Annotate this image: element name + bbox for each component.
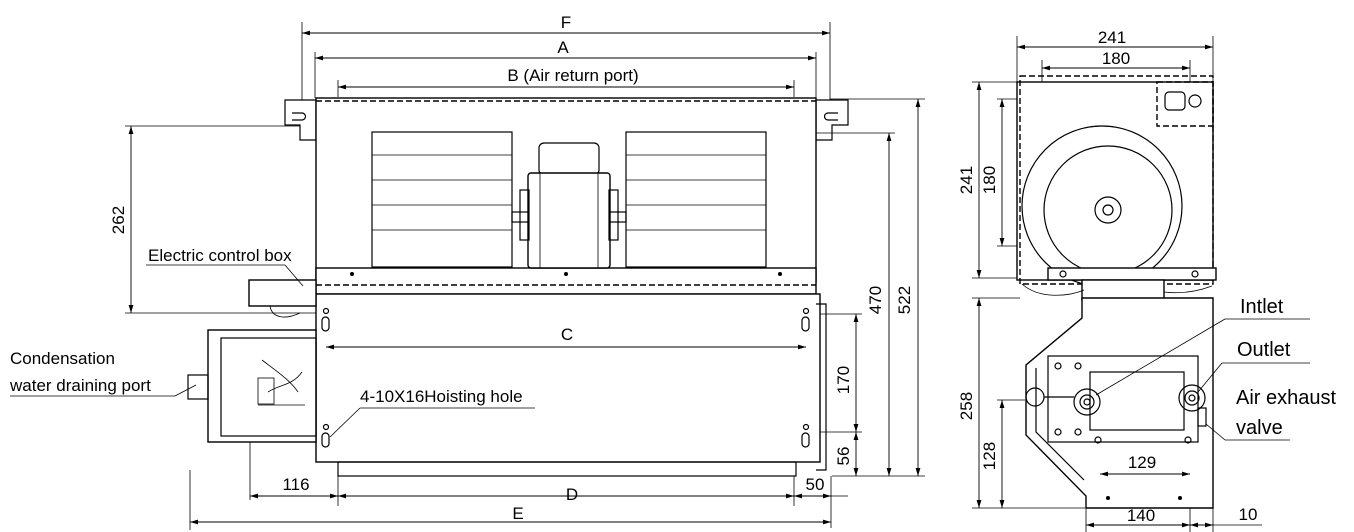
air-exhaust-label-line1: Air exhaust bbox=[1236, 387, 1336, 409]
outlet-callout: Outlet bbox=[1197, 339, 1310, 393]
dim-side-180-height: 180 bbox=[980, 99, 1005, 246]
dim-side-129-label: 129 bbox=[1128, 453, 1156, 472]
hoisting-hole-label: 4-10X16Hoisting hole bbox=[360, 387, 523, 406]
blower-wheel-right bbox=[625, 131, 767, 268]
dim-470-label: 470 bbox=[866, 286, 885, 314]
coil-section bbox=[315, 293, 827, 477]
dim-E: E bbox=[190, 504, 831, 525]
dim-side-129: 129 bbox=[1100, 453, 1190, 477]
dim-side-180-height-label: 180 bbox=[980, 166, 999, 194]
dim-side-258-label: 258 bbox=[957, 392, 976, 420]
dim-side-180-width-label: 180 bbox=[1102, 49, 1130, 68]
dim-side-10-label: 10 bbox=[1239, 505, 1258, 524]
outlet-label: Outlet bbox=[1237, 339, 1291, 361]
dim-side-180-width: 180 bbox=[1042, 49, 1190, 71]
dim-A: A bbox=[315, 38, 816, 61]
front-view: F A B (Air return port) bbox=[9, 13, 925, 530]
dim-50: 50 bbox=[794, 475, 848, 499]
dim-side-241-width: 241 bbox=[1016, 28, 1213, 50]
blower-wheel-left bbox=[371, 131, 513, 268]
electric-control-box-label: Electric control box bbox=[148, 246, 292, 265]
dim-E-label: E bbox=[512, 504, 523, 523]
dim-D: D bbox=[338, 485, 794, 504]
side-fan-housing bbox=[1016, 75, 1217, 287]
dim-522: 522 bbox=[895, 99, 921, 476]
air-exhaust-callout: Air exhaust valve bbox=[1205, 387, 1336, 441]
dim-56-label: 56 bbox=[834, 447, 853, 466]
dim-side-140: 140 bbox=[1086, 506, 1190, 528]
dim-side-140-label: 140 bbox=[1127, 506, 1155, 525]
dim-170-label: 170 bbox=[834, 366, 853, 394]
dim-C-label: C bbox=[561, 325, 573, 344]
dim-A-label: A bbox=[557, 38, 569, 57]
hanging-bracket-left bbox=[284, 99, 317, 141]
side-control-box bbox=[1021, 279, 1213, 301]
dim-B: B (Air return port) bbox=[338, 66, 794, 90]
condensation-label-line2: water draining port bbox=[9, 376, 151, 395]
dim-116-label: 116 bbox=[282, 475, 309, 494]
dim-F: F bbox=[302, 13, 830, 36]
dim-side-258: 258 bbox=[957, 298, 982, 508]
inlet-pipe bbox=[1025, 387, 1101, 416]
dim-side-128-label: 128 bbox=[980, 442, 999, 470]
dim-B-label: B (Air return port) bbox=[507, 66, 638, 85]
dim-side-128: 128 bbox=[980, 400, 1005, 508]
dim-116: 116 bbox=[250, 475, 338, 499]
dim-262-label: 262 bbox=[109, 206, 128, 234]
dim-D-label: D bbox=[566, 485, 578, 504]
condensation-drain-pan bbox=[187, 329, 317, 443]
hoisting-hole-callout: 4-10X16Hoisting hole bbox=[329, 387, 535, 438]
dim-262: 262 bbox=[109, 126, 134, 313]
air-exhaust-label-line2: valve bbox=[1236, 417, 1283, 439]
dim-50-label: 50 bbox=[806, 475, 825, 494]
dim-F-label: F bbox=[561, 13, 571, 32]
dim-170: 170 bbox=[834, 314, 859, 432]
outlet-pipe bbox=[1178, 384, 1207, 427]
side-coil-housing bbox=[1025, 297, 1214, 509]
dim-56: 56 bbox=[834, 432, 859, 476]
inlet-callout: Intlet bbox=[1095, 296, 1310, 396]
inlet-label: Intlet bbox=[1240, 296, 1284, 318]
dim-side-241-width-label: 241 bbox=[1098, 28, 1126, 47]
dim-522-label: 522 bbox=[895, 286, 914, 314]
dim-side-241-height-label: 241 bbox=[957, 166, 976, 194]
dim-side-241-height: 241 bbox=[957, 82, 982, 278]
condensation-label: Condensation water draining port bbox=[9, 349, 197, 397]
dim-470: 470 bbox=[866, 133, 892, 476]
fan-motor bbox=[511, 142, 627, 269]
hanging-bracket-right bbox=[815, 99, 849, 141]
dim-side-10: 10 bbox=[1190, 505, 1262, 528]
hoisting-holes bbox=[321, 307, 810, 448]
side-view: 241 180 241 180 bbox=[957, 28, 1336, 532]
electric-control-box: Electric control box bbox=[146, 246, 317, 318]
dim-C: C bbox=[326, 325, 806, 350]
condensation-label-line1: Condensation bbox=[10, 349, 115, 368]
